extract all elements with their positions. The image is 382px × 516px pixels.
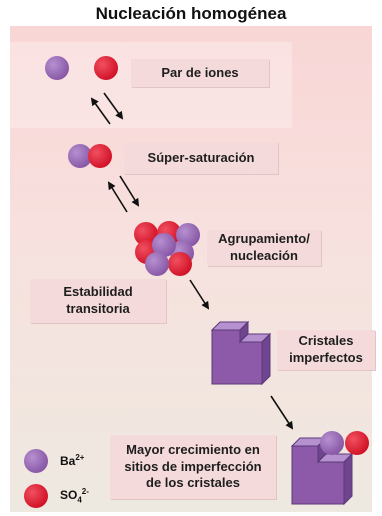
barium-ion [145, 252, 169, 276]
clustering-label: Agrupamiento/ nucleación [207, 230, 321, 266]
imperfect-crystals-line2: imperfectos [289, 350, 363, 365]
imperfect-crystals-label: Cristales imperfectos [277, 330, 375, 370]
crystal-growth-line1: Mayor crecimiento en [126, 441, 260, 457]
sulfate-ion [168, 252, 192, 276]
legend-sulfate-label: SO42- [60, 487, 89, 504]
imperfect-crystals-line1: Cristales [298, 333, 354, 349]
crystal-growth-label: Mayor crecimiento en sitios de imperfecc… [110, 435, 276, 499]
arrow-to-crystal [189, 279, 210, 310]
legend-barium-symbol: Ba [60, 454, 76, 468]
transient-stability-line1: Estabilidad [63, 284, 133, 300]
supersaturation-label: Súper-saturación [124, 142, 278, 174]
legend-barium-charge: 2+ [75, 453, 85, 462]
sulfate-ion [94, 56, 118, 80]
equilibrium-arrows-top [90, 92, 124, 125]
legend-sulfate-subscript: 4 [77, 495, 82, 505]
equilibrium-arrows-middle [107, 175, 140, 213]
legend-barium-label: Ba2+ [60, 453, 84, 468]
clustering-label-line2: nucleación [230, 248, 298, 263]
legend-sulfate-charge: 2- [81, 487, 89, 496]
crystal-growth-line3: de los cristales [146, 475, 240, 491]
arrow-to-growth [270, 395, 294, 430]
barium-ion [320, 431, 344, 455]
growing-crystal-icon [290, 436, 354, 506]
sulfate-ion [345, 431, 369, 455]
legend-sulfate-swatch [24, 484, 48, 508]
imperfect-crystal-icon [210, 320, 272, 386]
clustering-label-line1: Agrupamiento/ [218, 231, 310, 247]
transient-stability-line2: transitoria [66, 301, 130, 316]
crystal-growth-line2: sitios de imperfección [124, 458, 262, 474]
transient-stability-label: Estabilidad transitoria [30, 279, 166, 323]
sulfate-ion [88, 144, 112, 168]
legend-sulfate-symbol: SO [60, 488, 78, 502]
diagram-panel [10, 26, 372, 512]
ion-pair-label: Par de iones [131, 59, 269, 87]
diagram-title: Nucleación homogénea [95, 4, 287, 23]
legend-barium-swatch [24, 449, 48, 473]
barium-ion [45, 56, 69, 80]
